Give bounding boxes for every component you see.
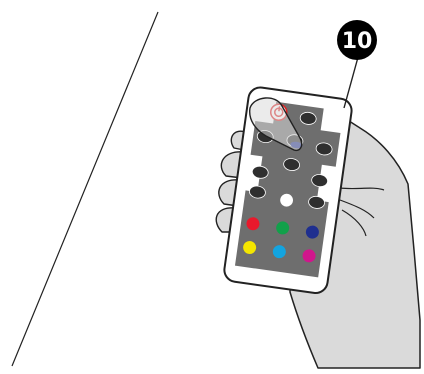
step-number: 10 — [342, 29, 373, 54]
diagonal-line — [12, 12, 158, 366]
step-badge: 10 — [337, 20, 377, 60]
